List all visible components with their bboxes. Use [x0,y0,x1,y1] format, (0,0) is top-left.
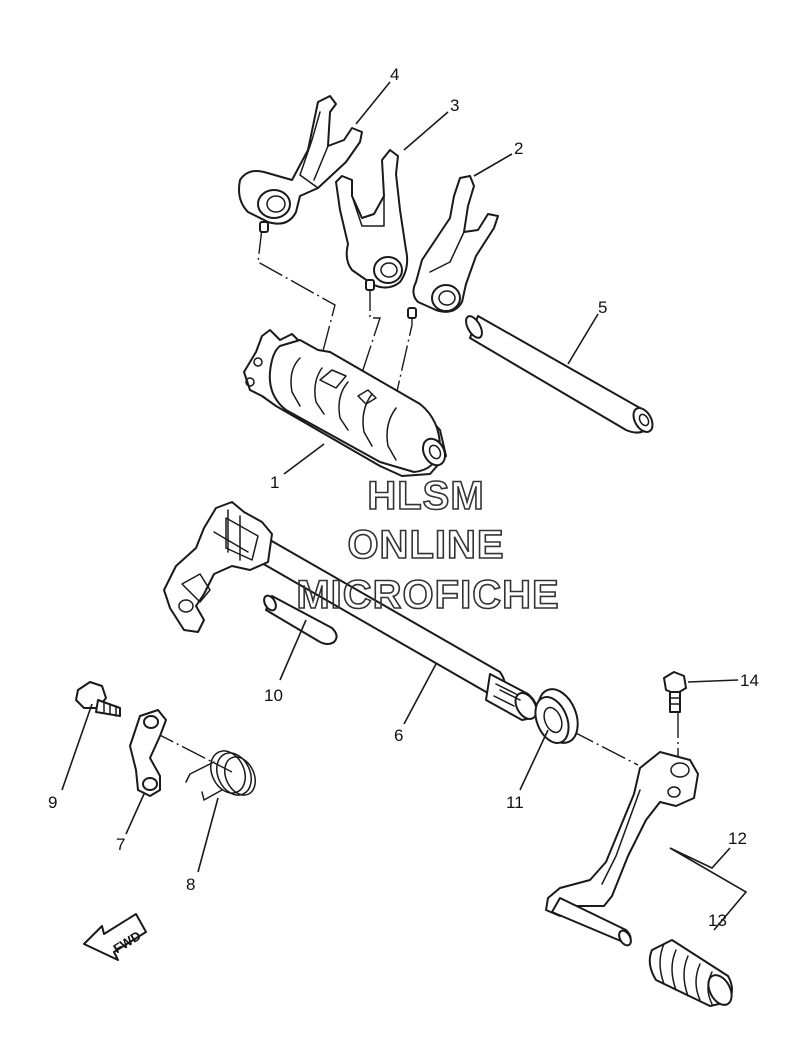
leader-5 [567,313,599,365]
pedal-rubber-13[interactable] [648,939,737,1009]
torsion-spring-8[interactable] [185,745,261,801]
leader-14 [687,679,739,683]
guide-bar-5[interactable] [463,314,657,436]
callout-4: 4 [390,65,399,84]
shift-fork-2[interactable] [407,175,499,319]
leader-12-13 [669,847,748,931]
pin-10[interactable] [262,594,338,645]
watermark-line-3: MICROFICHE [296,573,559,617]
callout-2: 2 [514,139,523,158]
callout-8: 8 [186,875,195,894]
callout-3: 3 [450,96,459,115]
leader-2 [473,153,513,177]
callout-9: 9 [48,793,57,812]
leader-10 [279,619,307,681]
watermark: HLSM ONLINE MICROFICHE [296,473,560,618]
leader-6 [403,663,437,725]
fwd-arrow-icon: FWD [83,913,147,961]
bolt-14[interactable] [663,671,687,713]
oil-seal-11[interactable] [529,683,585,748]
callout-5: 5 [598,298,607,317]
callout-14: 14 [740,671,759,690]
callout-6: 6 [394,726,403,745]
leader-9 [61,703,93,791]
shift-pedal-12[interactable] [545,751,699,947]
shift-fork-4[interactable] [238,95,363,233]
callout-7: 7 [116,835,125,854]
stopper-lever-7[interactable] [129,709,167,797]
watermark-line-2: ONLINE [347,523,504,567]
leader-11 [519,729,549,791]
leader-1 [283,443,325,475]
shift-fork-3[interactable] [335,149,409,291]
shift-drum-1[interactable] [243,329,449,477]
watermark-line-1: HLSM [367,474,484,518]
leader-lines [61,81,748,931]
bolt-9[interactable] [75,681,121,717]
leader-7 [125,793,145,835]
callout-13: 13 [708,911,727,930]
callout-12: 12 [728,829,747,848]
callout-10: 10 [264,686,283,705]
callout-labels: 4 3 2 5 1 10 6 11 14 9 7 8 12 13 [48,65,759,930]
callout-1: 1 [270,473,279,492]
leader-8 [197,797,219,873]
leader-3 [403,111,449,151]
shift-shaft-6[interactable] [163,501,541,723]
callout-11: 11 [506,793,524,812]
leader-4 [355,81,391,125]
